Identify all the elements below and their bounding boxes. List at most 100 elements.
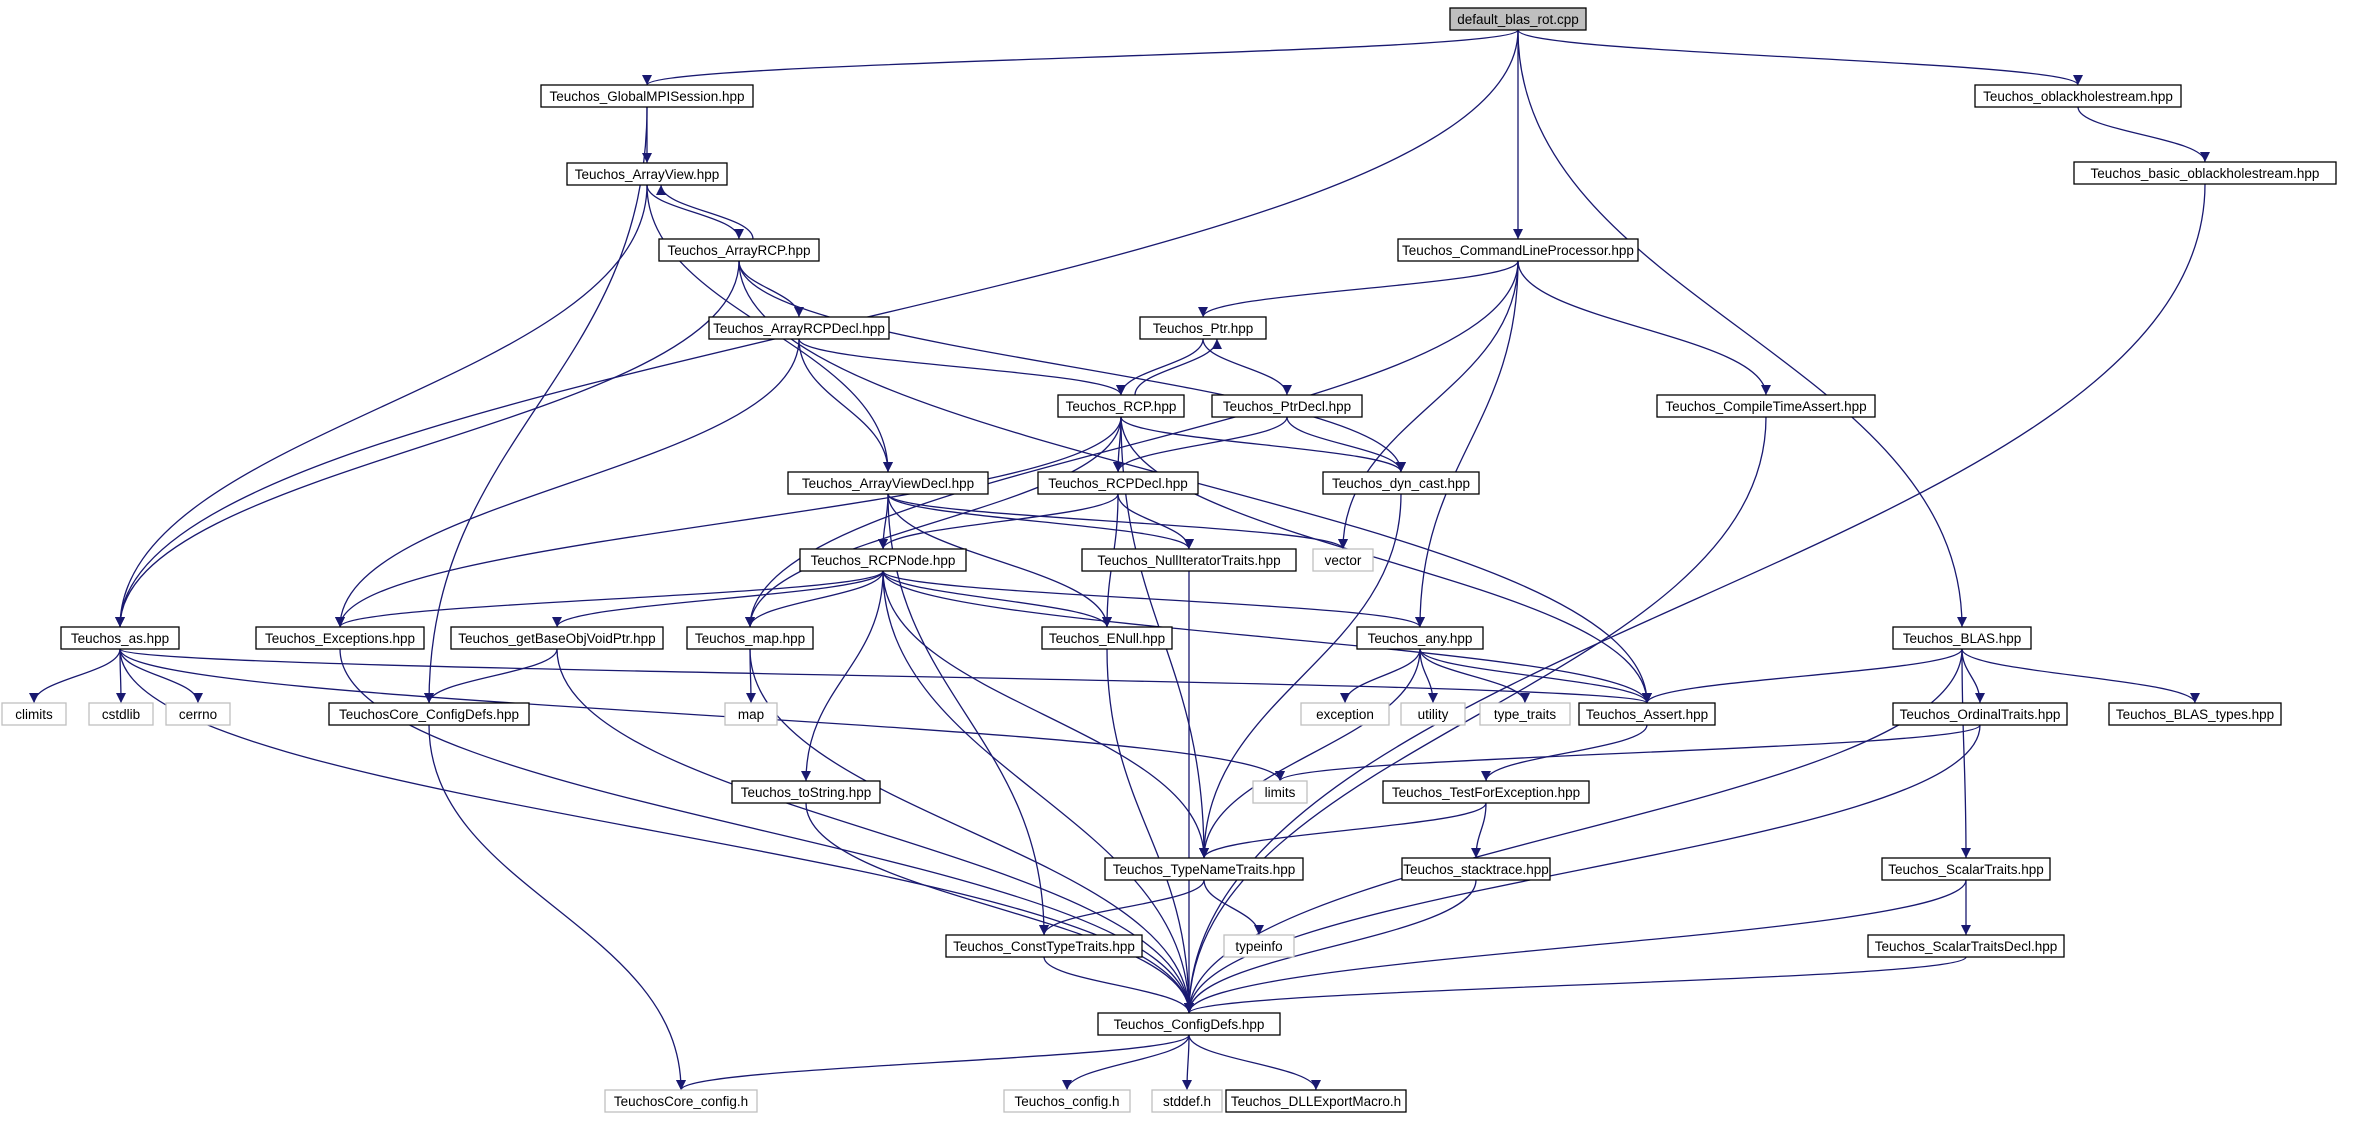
node-teuchos-commandlineprocessor-hpp[interactable]: Teuchos_CommandLineProcessor.hpp [1397,238,1639,262]
edge-tostring-to-configdefs [805,802,1194,1014]
edge-rcpnode-to-tostring [801,570,884,782]
node-teuchos-as-hpp[interactable]: Teuchos_as.hpp [60,626,180,650]
edge-root-to-blas [1517,29,1967,628]
node-teuchos-config-h: Teuchos_config.h [1003,1089,1131,1113]
node-teuchos-ordinaltraits-hpp[interactable]: Teuchos_OrdinalTraits.hpp [1892,702,2068,726]
node-label: Teuchos_Ptr.hpp [1153,321,1254,336]
edge-testforexc-to-stacktrace [1471,802,1487,859]
node-label: Teuchos_ENull.hpp [1049,631,1165,646]
edge-root-to-oblack [1517,29,2083,86]
node-teuchos-assert-hpp[interactable]: Teuchos_Assert.hpp [1578,702,1716,726]
edge-rcpnode-to-enull [882,570,1112,628]
edge-map-to-configdefs [749,648,1194,1014]
node-teuchos-map-hpp[interactable]: Teuchos_map.hpp [686,626,814,650]
node-box [686,626,814,650]
node-exception: exception [1300,702,1390,726]
node-teuchos-dllexportmacro-h[interactable]: Teuchos_DLLExportMacro.h [1225,1089,1407,1113]
node-box [1382,780,1590,804]
node-typeinfo: typeinfo [1223,934,1295,958]
node-teuchos-rcpnode-hpp[interactable]: Teuchos_RCPNode.hpp [799,548,967,572]
node-label: exception [1316,707,1374,722]
edge-cmdline-to-vector [1338,260,1519,550]
node-teuchos-basic-oblackholestream-hpp[interactable]: Teuchos_basic_oblackholestream.hpp [2073,161,2337,185]
node-label: Teuchos_CommandLineProcessor.hpp [1402,243,1634,258]
node-teuchos-scalartraits-hpp[interactable]: Teuchos_ScalarTraits.hpp [1881,857,2051,881]
node-teuchoscore-configdefs-hpp[interactable]: TeuchosCore_ConfigDefs.hpp [328,702,530,726]
node-label: Teuchos_ConfigDefs.hpp [1114,1017,1265,1032]
node-teuchos-scalartraitsdecl-hpp[interactable]: Teuchos_ScalarTraitsDecl.hpp [1867,934,2065,958]
edge-as-to-cerrno [119,648,203,704]
edge-blas-to-assert [1642,648,1963,704]
edge-rcpnode-to-configdefs [882,570,1194,1014]
node-box [2108,702,2282,726]
node-box [1974,84,2182,108]
node-teuchos-compiletimeassert-hpp[interactable]: Teuchos_CompileTimeAssert.hpp [1656,394,1876,418]
node-teuchos-ptr-hpp[interactable]: Teuchos_Ptr.hpp [1139,316,1267,340]
node-label: Teuchos_ArrayRCPDecl.hpp [713,321,885,336]
node-teuchos-globalmpisession-hpp[interactable]: Teuchos_GlobalMPISession.hpp [540,84,754,108]
node-box [658,238,820,262]
node-box [724,702,778,726]
node-box [1356,626,1484,650]
node-label: Teuchos_ArrayRCP.hpp [667,243,810,258]
node-teuchos-typenametraits-hpp[interactable]: Teuchos_TypeNameTraits.hpp [1104,857,1304,881]
node-teuchos-stacktrace-hpp[interactable]: Teuchos_stacktrace.hpp [1401,857,1551,881]
node-teuchos-exceptions-hpp[interactable]: Teuchos_Exceptions.hpp [255,626,425,650]
edge-ptr-to-rcp [1116,338,1204,396]
node-box [1300,702,1390,726]
node-teuchos-ptrdecl-hpp[interactable]: Teuchos_PtrDecl.hpp [1211,394,1363,418]
node-teuchos-arrayrcp-hpp[interactable]: Teuchos_ArrayRCP.hpp [658,238,820,262]
node-box [1400,702,1466,726]
node-teuchos-rcpdecl-hpp[interactable]: Teuchos_RCPDecl.hpp [1037,471,1199,495]
node-label: TeuchosCore_config.h [614,1094,748,1109]
edge-arrayviewdecl-to-nulliter [887,493,1194,550]
edge-arrayviewdecl-to-enull [887,493,1112,628]
node-label: Teuchos_CompileTimeAssert.hpp [1665,399,1866,414]
node-map: map [724,702,778,726]
node-teuchos-rcp-hpp[interactable]: Teuchos_RCP.hpp [1057,394,1185,418]
node-box [1449,7,1587,31]
edge-arrayrcp-to-arrayrcpdecl [738,260,804,318]
node-utility: utility [1400,702,1466,726]
node-box [1397,238,1639,262]
node-label: limits [1265,785,1296,800]
edge-ptrdecl-to-dyncast [1286,416,1406,473]
node-label: stddef.h [1163,1094,1211,1109]
node-teuchos-arrayview-hpp[interactable]: Teuchos_ArrayView.hpp [566,162,728,186]
edge-typename-to-typeinfo [1203,879,1264,936]
node-teuchos-blas-types-hpp[interactable]: Teuchos_BLAS_types.hpp [2108,702,2282,726]
node-label: Teuchos_OrdinalTraits.hpp [1900,707,2061,722]
node-teuchos-tostring-hpp[interactable]: Teuchos_toString.hpp [731,780,881,804]
node-teuchos-any-hpp[interactable]: Teuchos_any.hpp [1356,626,1484,650]
node-climits: climits [1,702,67,726]
node-teuchos-configdefs-hpp[interactable]: Teuchos_ConfigDefs.hpp [1097,1012,1281,1036]
node-label: Teuchos_BLAS.hpp [1903,631,2022,646]
node-teuchos-nulliteratortraits-hpp[interactable]: Teuchos_NullIteratorTraits.hpp [1081,548,1297,572]
node-label: Teuchos_TestForException.hpp [1392,785,1580,800]
node-teuchos-testforexception-hpp[interactable]: Teuchos_TestForException.hpp [1382,780,1590,804]
node-teuchos-arrayviewdecl-hpp[interactable]: Teuchos_ArrayViewDecl.hpp [787,471,989,495]
edges-layer [29,29,2210,1091]
edge-arrayrcp-to-dyncast [738,260,1406,473]
node-box [1881,857,2051,881]
node-teuchos-dyn-cast-hpp[interactable]: Teuchos_dyn_cast.hpp [1322,471,1480,495]
node-label: utility [1418,707,1449,722]
node-label: Teuchos_RCP.hpp [1066,399,1177,414]
node-teuchos-arrayrcpdecl-hpp[interactable]: Teuchos_ArrayRCPDecl.hpp [708,316,890,340]
node-teuchos-getbaseobjvoidptr-hpp[interactable]: Teuchos_getBaseObjVoidPtr.hpp [450,626,664,650]
node-teuchos-blas-hpp[interactable]: Teuchos_BLAS.hpp [1892,626,2032,650]
edge-arrayrcpdecl-to-exceptions [335,338,800,628]
node-box [1656,394,1876,418]
node-box [1252,780,1308,804]
node-teuchos-consttypetraits-hpp[interactable]: Teuchos_ConstTypeTraits.hpp [945,934,1143,958]
node-teuchos-oblackholestream-hpp[interactable]: Teuchos_oblackholestream.hpp [1974,84,2182,108]
node-box [1225,1089,1407,1113]
node-label: Teuchos_GlobalMPISession.hpp [549,89,744,104]
edge-rcpdecl-to-rcpnode [878,493,1119,550]
node-teuchos-enull-hpp[interactable]: Teuchos_ENull.hpp [1041,626,1173,650]
node-label: Teuchos_stacktrace.hpp [1403,862,1549,877]
node-default-blas-rot-cpp[interactable]: default_blas_rot.cpp [1449,7,1587,31]
node-box [1037,471,1199,495]
node-label: cstdlib [102,707,140,722]
node-box [1479,702,1571,726]
